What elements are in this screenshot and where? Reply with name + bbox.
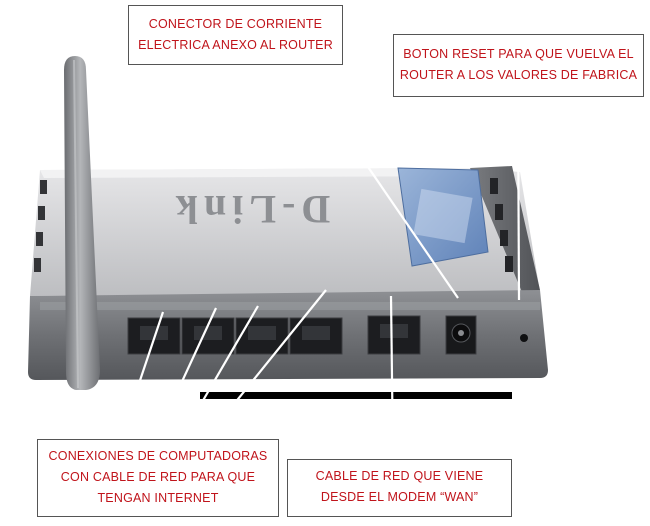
callout-text: CON CABLE DE RED PARA QUE (60, 470, 256, 484)
callout-text: ROUTER A LOS VALORES DE FABRICA (399, 68, 638, 82)
brand-logo: D-Link (170, 187, 331, 232)
pointer-wan (389, 295, 395, 459)
pointer-lan-4 (204, 289, 327, 441)
pointer-reset (516, 99, 521, 301)
callout-text: TENGAN INTERNET (97, 491, 219, 505)
callout-text: CONEXIONES DE COMPUTADORAS (48, 449, 268, 463)
callout-text: CABLE DE RED QUE VIENE (315, 469, 484, 483)
pointer-lan-1 (118, 311, 165, 441)
pointer-lines (118, 67, 521, 459)
reset-button (520, 334, 528, 342)
pointer-lan-2 (154, 307, 217, 441)
callout-wan-cable: CABLE DE RED QUE VIENE DESDE EL MODEM “W… (287, 459, 512, 517)
callout-text: BOTON RESET PARA QUE VUELVA EL (403, 47, 634, 61)
callout-power-connector: CONECTOR DE CORRIENTE ELECTRICA ANEXO AL… (128, 5, 343, 65)
router-side-casing (34, 166, 540, 292)
callout-text: CONECTOR DE CORRIENTE (148, 17, 323, 31)
callout-reset-button: BOTON RESET PARA QUE VUELVA EL ROUTER A … (393, 34, 644, 97)
antenna (64, 56, 100, 390)
pointer-power (299, 67, 459, 299)
callout-text: DESDE EL MODEM “WAN” (320, 490, 479, 504)
wan-port (367, 315, 421, 355)
pointer-lan-3 (179, 305, 259, 441)
model-label-plate (397, 167, 489, 267)
callout-lan-ports: CONEXIONES DE COMPUTADORAS CON CABLE DE … (37, 439, 279, 517)
callout-text: ELECTRICA ANEXO AL ROUTER (138, 38, 333, 52)
power-jack (445, 315, 477, 355)
